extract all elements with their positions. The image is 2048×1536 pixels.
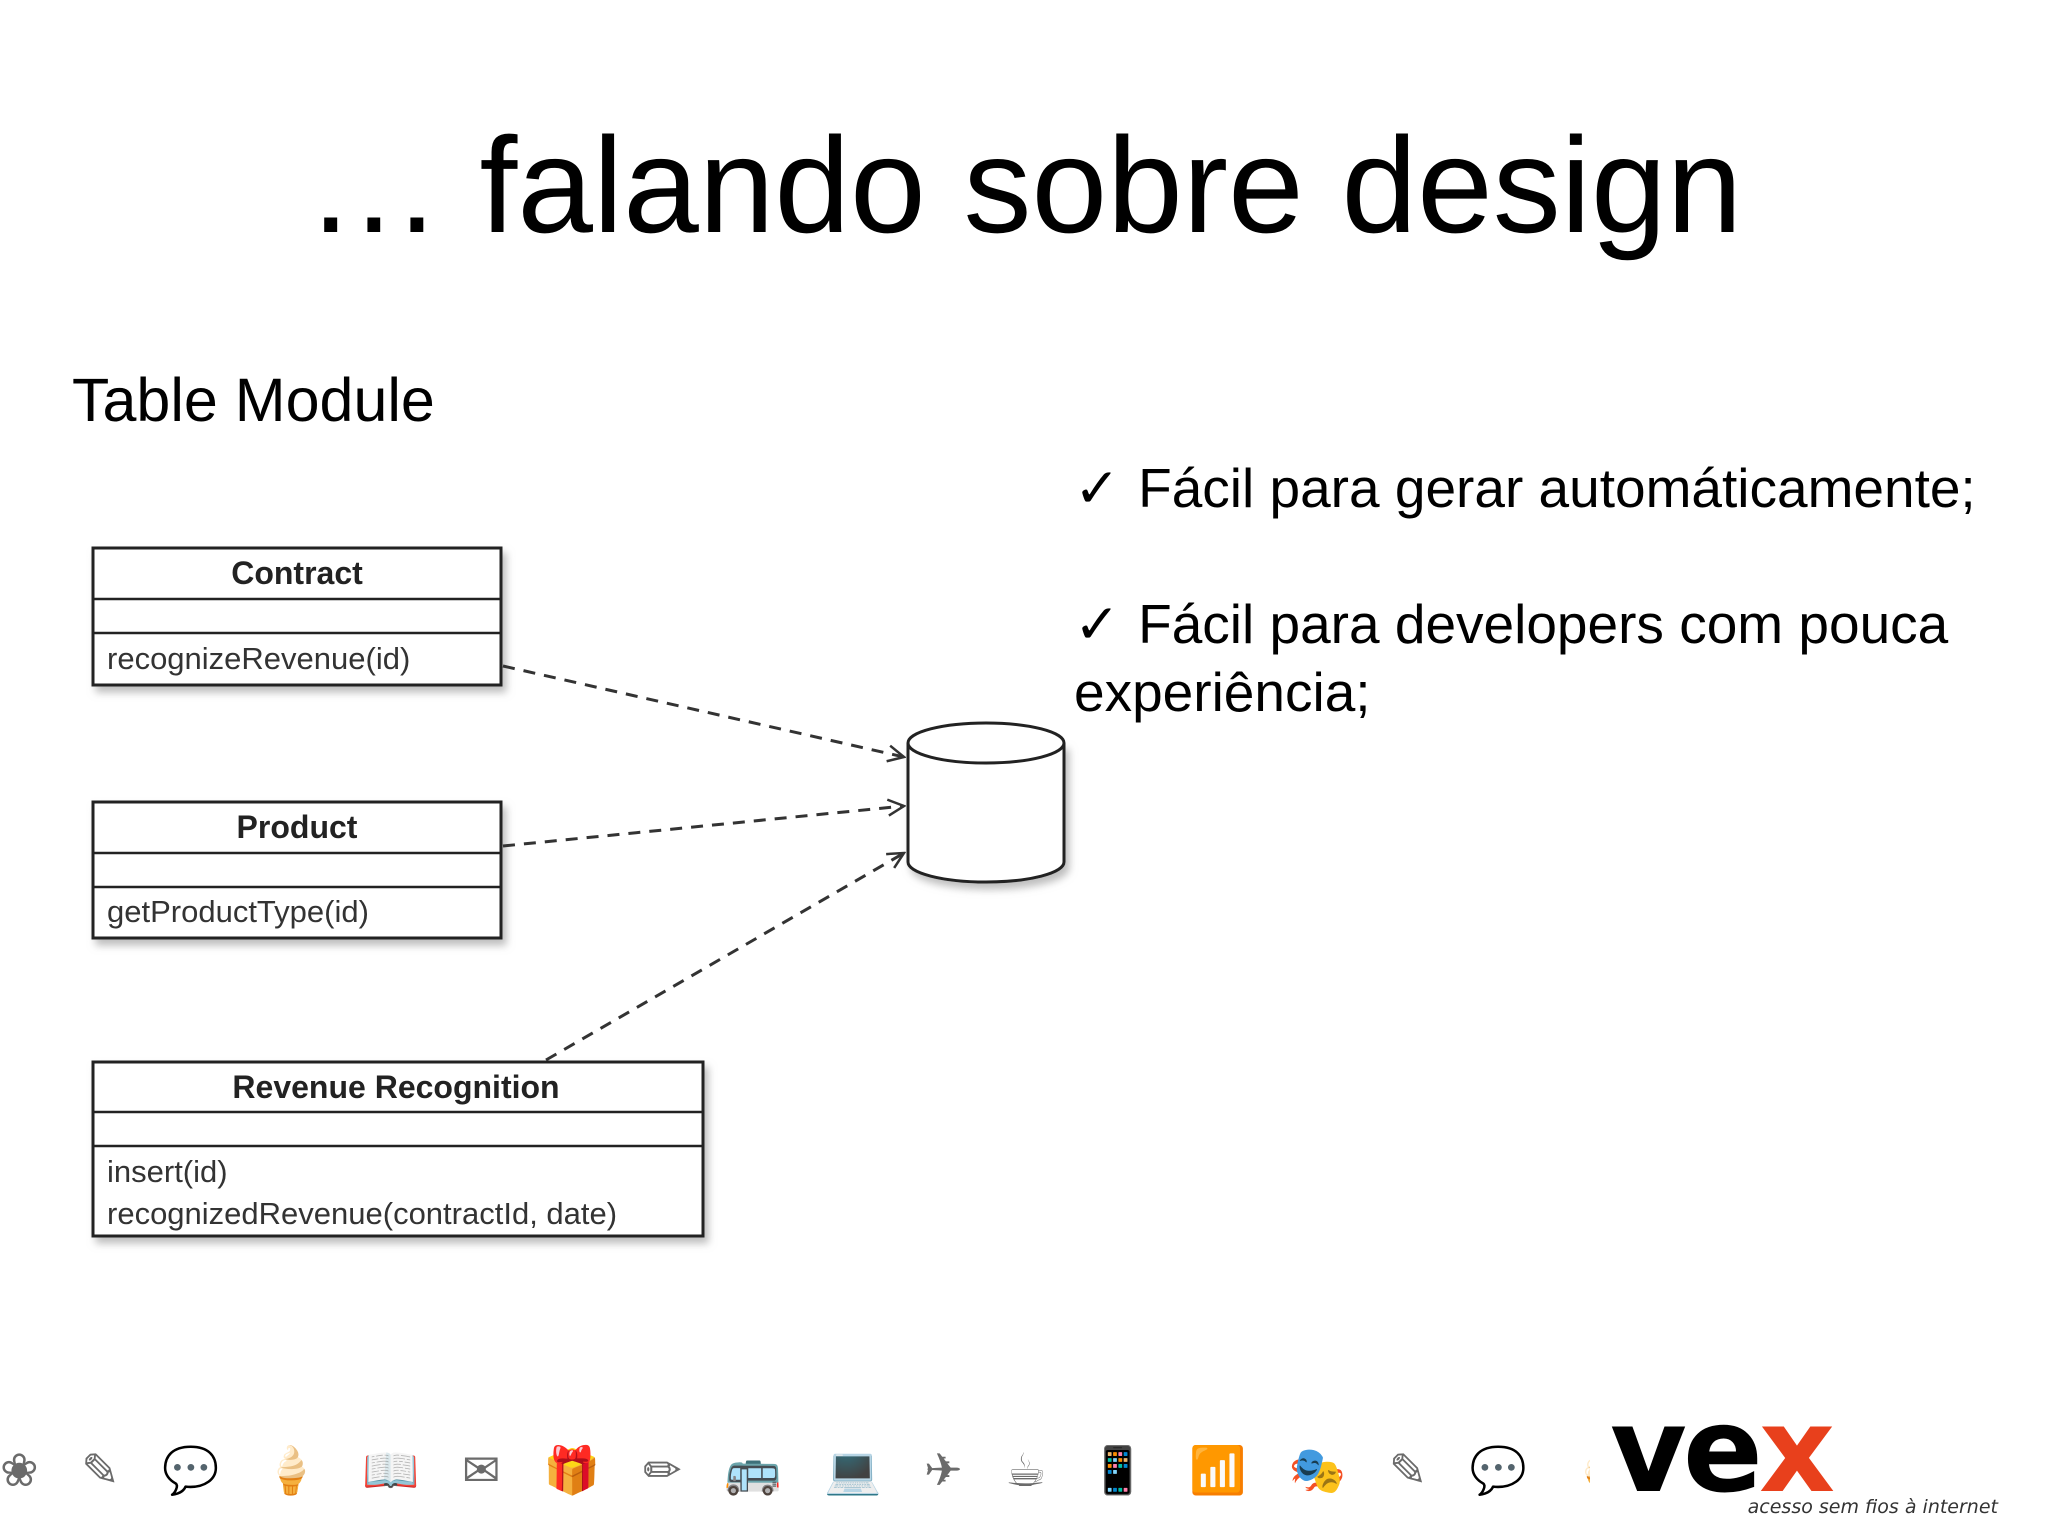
bullet-item: ✓ Fácil para gerar automáticamente; <box>1074 454 2034 522</box>
slide-subtitle: Table Module <box>72 366 435 434</box>
class-name: Product <box>237 809 358 845</box>
database-cylinder-icon <box>906 721 1066 884</box>
vex-logo: vex acesso sem fios à internet <box>1610 1390 2010 1536</box>
class-method: getProductType(id) <box>107 894 369 929</box>
bullet-text: Fácil para developers com pouca experiên… <box>1074 593 1949 723</box>
class-method: insert(id) <box>107 1154 228 1189</box>
logo-tagline: acesso sem fios à internet <box>1747 1496 1998 1518</box>
class-name: Revenue Recognition <box>232 1069 559 1105</box>
dependency-arrow <box>502 806 904 848</box>
checkmark-icon: ✓ <box>1074 593 1121 655</box>
class-box-revenue-recognition: Revenue Recognition insert(id) recognize… <box>91 1060 705 1238</box>
class-box-product: Product getProductType(id) <box>91 800 503 940</box>
class-method: recognizeRevenue(id) <box>107 641 410 676</box>
slide-title: … falando sobre design <box>305 109 1743 261</box>
dependency-arrow <box>545 853 904 1062</box>
class-method: recognizedRevenue(contractId, date) <box>107 1196 617 1231</box>
bullet-item: ✓Fácil para developers com pouca experiê… <box>1074 590 2034 726</box>
footer-banner: ❀ ✎ 💬 🍦 📖 ✉ 🎁 ✏ 🚌 💻 ✈ ☕ 📱 📶 🎭 ✎ 💬 🍦 📖 ✉ … <box>0 1390 2048 1536</box>
logo-wordmark: vex <box>1610 1381 1835 1519</box>
class-name: Contract <box>231 555 363 591</box>
dependency-arrow <box>502 664 904 757</box>
checkmark-icon: ✓ <box>1074 457 1121 519</box>
footer-icon-strip: ❀ ✎ 💬 🍦 📖 ✉ 🎁 ✏ 🚌 💻 ✈ ☕ 📱 📶 🎭 ✎ 💬 🍦 📖 ✉ … <box>0 1443 1590 1497</box>
class-box-contract: Contract recognizeRevenue(id) <box>91 546 503 687</box>
bullet-text: Fácil para gerar automáticamente; <box>1138 457 1976 519</box>
bullet-list: ✓Fácil para gerar automáticamente; ✓Fáci… <box>1074 454 2034 794</box>
